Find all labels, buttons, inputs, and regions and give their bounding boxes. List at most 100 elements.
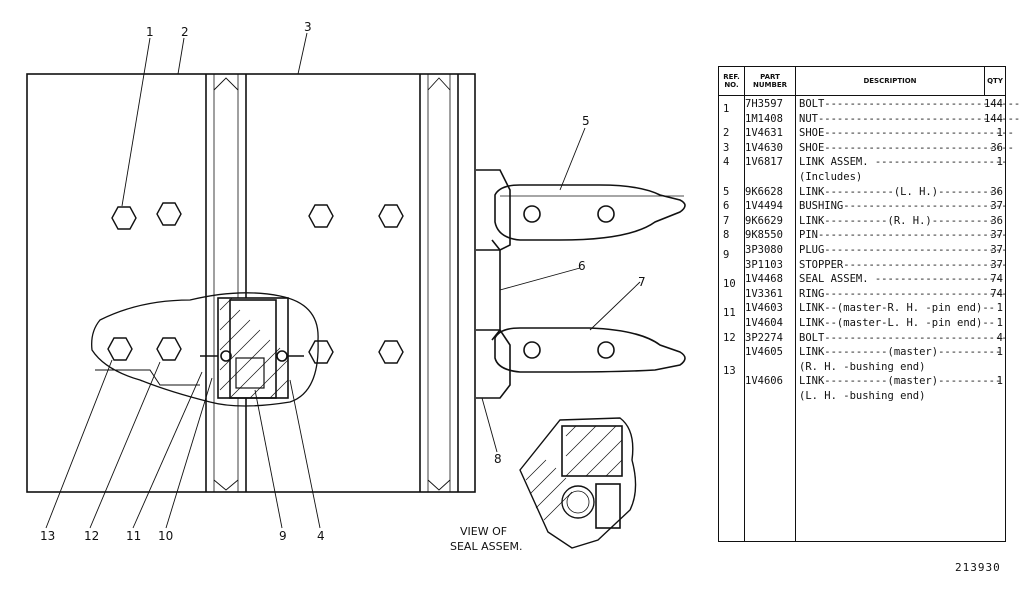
table-row: 1V4468 SEAL ASSEM. --------------------7… — [719, 272, 1005, 287]
cell-desc: LINK-----------(L. H.)---------- — [799, 185, 1002, 198]
cell-part: 1V4468 — [745, 273, 783, 286]
cell-part: 1V4603 — [745, 302, 783, 315]
cell-desc: STOPPER-------------------------- — [799, 258, 1008, 271]
cell-qty: 1 — [996, 317, 1003, 329]
callout-12: 12 — [84, 529, 99, 543]
callout-8: 8 — [494, 452, 502, 466]
cell-ref: 8 — [723, 229, 730, 242]
callout-9: 9 — [279, 529, 287, 543]
cell-desc: PIN------------------------------ — [799, 229, 1008, 242]
cell-part: 1V4604 — [745, 317, 783, 329]
cell-ref: 6 — [723, 200, 730, 213]
cell-part: 1V3361 — [745, 287, 783, 300]
cell-qty: 1 — [996, 375, 1003, 388]
table-row: (L. H. -bushing end) — [719, 389, 1005, 404]
cell-part: 9K8550 — [745, 229, 783, 242]
cell-desc: LINK--(master-R. H. -pin end)-- — [799, 302, 995, 315]
cell-desc: LINK----------(master)---------- — [799, 375, 1002, 388]
table-row: 3P1103 STOPPER--------------------------… — [719, 258, 1008, 273]
table-row: 1V4603 LINK--(master-R. H. -pin end)--1 — [719, 301, 1005, 316]
cell-ref: 4 — [723, 156, 730, 169]
table-row: 1V4606 LINK----------(master)----------1 — [719, 374, 1005, 389]
header-description: DESCRIPTION — [863, 77, 917, 85]
cell-qty: 144 — [984, 98, 1003, 110]
cell-desc: LINK ASSEM. --------------------- — [799, 156, 1008, 169]
cell-part: 3P1103 — [745, 258, 783, 271]
table-row: 4 1V6817 LINK ASSEM. ---------------------… — [719, 155, 1008, 170]
cell-part: 1V4630 — [745, 141, 783, 154]
callout-leaders — [45, 32, 641, 529]
cell-qty: 74 — [990, 273, 1003, 286]
cell-ref: 2 — [723, 127, 730, 140]
cell-ref: 3 — [723, 141, 730, 154]
table-row: 1V4605 LINK----------(master)----------1 — [719, 345, 1005, 360]
cell-desc: BOLT------------------------------- — [799, 98, 1021, 110]
group-ref-13: 13 — [723, 365, 736, 377]
group-ref-1: 1 — [723, 103, 730, 115]
table-row: 8 9K8550 PIN-----------------------------… — [719, 228, 1008, 243]
cell-qty: 37 — [990, 200, 1003, 213]
cell-ref: 5 — [723, 185, 730, 198]
cell-qty: 74 — [990, 287, 1003, 300]
view-caption-line1: VIEW OF — [460, 525, 507, 538]
table-row: 3P3080 PLUG-----------------------------… — [719, 243, 1008, 258]
cell-desc: LINK----------(R. H.)---------- — [799, 214, 995, 227]
parts-list-table: REF. NO. PART NUMBER DESCRIPTION QTY 7H3… — [718, 66, 1020, 542]
cell-part: 1V4631 — [745, 127, 783, 140]
cell-qty: 1 — [996, 302, 1003, 315]
cell-qty: 1 — [996, 127, 1003, 140]
cell-part: 7H3597 — [745, 98, 783, 110]
table-row: 2 1V4631 SHOE-----------------------------… — [719, 126, 1014, 141]
callout-5: 5 — [582, 114, 590, 128]
header-ref: REF. NO. — [723, 73, 740, 89]
cell-qty: 1 — [996, 156, 1003, 169]
callout-13: 13 — [40, 529, 55, 543]
cell-qty: 1 — [996, 346, 1003, 359]
cell-desc: SHOE------------------------------ — [799, 141, 1014, 154]
table-row: (R. H. -bushing end) — [719, 360, 1005, 375]
group-ref-11: 11 — [723, 307, 736, 319]
cell-desc: SHOE------------------------------ — [799, 127, 1014, 140]
cell-desc: (R. H. -bushing end) — [799, 360, 926, 373]
cell-qty: 37 — [990, 229, 1003, 242]
cell-desc: (Includes) — [799, 171, 863, 183]
callout-6: 6 — [578, 259, 586, 273]
group-ref-10: 10 — [723, 278, 736, 290]
cell-part: 1V4605 — [745, 346, 783, 359]
cell-qty: 36 — [990, 185, 1003, 198]
callout-11: 11 — [126, 529, 141, 543]
cell-qty: 36 — [990, 214, 1003, 227]
cell-desc: RING----------------------------- — [799, 287, 1008, 300]
cell-qty: 4 — [996, 331, 1003, 344]
callout-1: 1 — [146, 25, 154, 39]
cell-qty: 37 — [990, 258, 1003, 271]
group-ref-9: 9 — [723, 249, 730, 261]
cell-qty: 37 — [990, 244, 1003, 256]
cell-desc: NUT-------------------------------- — [799, 112, 1021, 125]
table-row: 1M1408 NUT-------------------------------… — [719, 112, 1020, 127]
cell-desc: BOLT----------------------------- — [799, 331, 1008, 344]
cell-desc: BUSHING-------------------------- — [799, 200, 1008, 213]
cell-desc: (L. H. -bushing end) — [799, 390, 926, 402]
track-shoe-outline — [26, 73, 476, 493]
callout-7: 7 — [638, 275, 646, 289]
cell-desc: LINK--(master-L. H. -pin end)-- — [799, 317, 995, 329]
header-part-number: PART NUMBER — [752, 73, 787, 89]
cell-part: 1V4606 — [745, 375, 783, 388]
cell-desc: SEAL ASSEM. -------------------- — [799, 273, 1002, 286]
callout-2: 2 — [181, 25, 189, 39]
table-row: 1V3361 RING-----------------------------… — [719, 287, 1008, 302]
cell-part: 3P3080 — [745, 244, 783, 256]
bolt-hex-icons — [107, 202, 404, 364]
table-row: 7H3597 BOLT------------------------------… — [719, 97, 1020, 112]
cell-part: 1V6817 — [745, 156, 783, 169]
table-row: (Includes) — [719, 170, 1005, 185]
link-cutaway-section — [91, 292, 319, 407]
cell-part: 1M1408 — [745, 112, 783, 125]
cell-part: 3P2274 — [745, 331, 783, 344]
